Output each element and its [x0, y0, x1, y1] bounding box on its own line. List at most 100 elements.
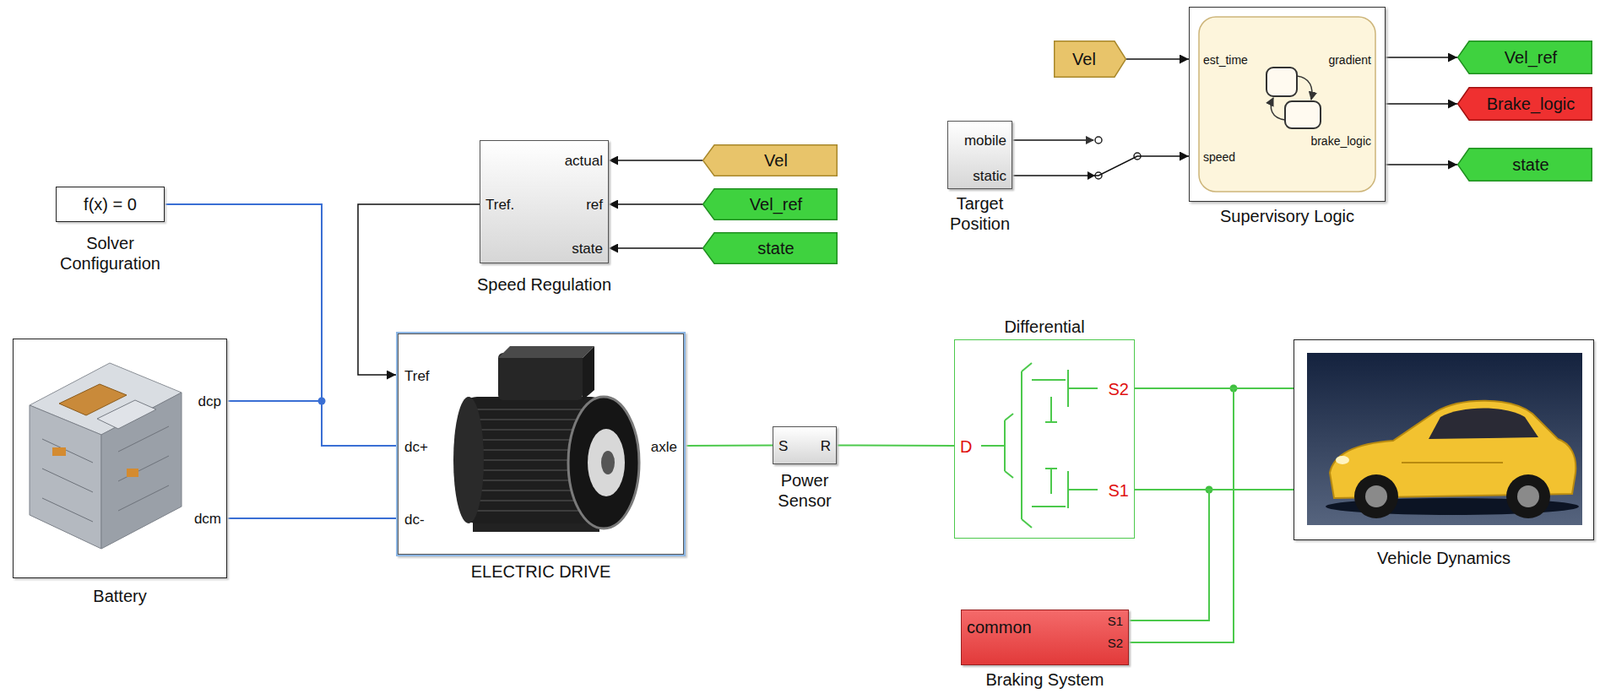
battery-pack	[97, 400, 157, 429]
block-text: state	[1512, 154, 1549, 175]
block-text: Vel_ref	[1504, 47, 1557, 68]
junction-dot	[318, 385, 1238, 494]
car-picture	[1506, 474, 1551, 519]
brake-block: commonS1S2Braking System	[960, 609, 1129, 666]
car-picture	[1517, 485, 1540, 508]
port-label: dcp	[198, 393, 222, 411]
differential-block: DifferentialDS2S1	[954, 339, 1135, 539]
differential-symbol	[1050, 396, 1053, 423]
car-picture	[1365, 485, 1388, 508]
motor-picture	[498, 352, 583, 401]
port-label: static	[972, 168, 1007, 185]
motor-picture	[472, 509, 596, 512]
differential-symbol	[1003, 420, 1006, 472]
motor-block: Trefdc+dc-axleELECTRIC DRIVE	[395, 331, 686, 557]
block-text: state	[757, 238, 794, 259]
motor-picture	[453, 396, 484, 524]
port-label: common	[966, 617, 1032, 638]
physical-connection	[1128, 489, 1294, 621]
signal-line	[1126, 58, 1189, 60]
block-name: Battery	[92, 585, 147, 607]
signal-line	[1385, 103, 1458, 105]
motor-picture	[498, 346, 595, 358]
battery-pack	[42, 439, 93, 463]
port-label: dc+	[404, 439, 429, 456]
signal-line	[608, 247, 703, 250]
port-label: R	[820, 438, 831, 456]
car-picture	[1307, 352, 1583, 526]
tag-outline	[703, 189, 838, 221]
block-name: Vehicle Dynamics	[1377, 547, 1511, 569]
signal-line	[608, 159, 703, 162]
block-name: Differential	[1003, 316, 1085, 337]
signal-line	[608, 203, 703, 206]
port-label: Tref	[404, 368, 430, 386]
port-label: D	[960, 436, 972, 457]
battery-pack	[126, 468, 139, 478]
differential-symbol	[1021, 519, 1032, 528]
tag-outline	[1458, 148, 1593, 182]
differential-symbol	[1068, 387, 1098, 390]
signal-line	[1012, 156, 1189, 176]
physical-connection	[685, 444, 773, 448]
differential-symbol	[1045, 421, 1058, 424]
source-block: mobilestaticTarget Position	[947, 120, 1013, 190]
port-label: axle	[650, 439, 678, 456]
battery-block: dcpdcmBattery	[12, 338, 228, 579]
from-tag: Vel	[702, 144, 838, 177]
goto-tag: Vel_ref	[1457, 40, 1593, 75]
battery-pack	[42, 498, 93, 522]
vehicle-block: Vehicle Dynamics	[1293, 339, 1595, 541]
port-label: Tref.	[485, 196, 515, 214]
physical-connection	[227, 401, 396, 446]
block-text: Vel	[764, 150, 788, 171]
port-label: speed	[1203, 150, 1236, 165]
block-text: Vel_ref	[749, 194, 803, 215]
goto-tag: state	[1457, 147, 1593, 182]
differential-symbol	[1021, 363, 1032, 372]
manual-switch	[1010, 136, 1141, 180]
goto-tag: Vel	[1053, 40, 1127, 78]
block-name: Power Sensor	[762, 470, 847, 511]
port-label: gradient	[1328, 53, 1372, 68]
subsystem-block: actualrefstateTref.Speed Regulation	[479, 140, 609, 264]
port-label: ref	[585, 196, 603, 214]
differential-symbol	[1004, 413, 1014, 421]
battery-pack	[29, 405, 102, 549]
battery-pack	[118, 455, 169, 482]
port-label: mobile	[964, 132, 1007, 150]
battery-pack	[118, 426, 169, 452]
car-picture	[1428, 408, 1539, 440]
port-label: S1	[1107, 613, 1123, 630]
differential-symbol	[981, 363, 1098, 528]
block-name: Speed Regulation	[477, 274, 612, 295]
chart-block: est_timespeedgradientbrake_logicSupervis…	[1188, 6, 1386, 202]
block-text: Brake_logic	[1486, 93, 1576, 114]
from-tag: state	[702, 232, 838, 265]
block-name: ELECTRIC DRIVE	[471, 561, 612, 582]
block-name: Braking System	[985, 669, 1104, 690]
stateflow-chart	[1198, 16, 1376, 192]
differential-symbol	[981, 444, 1005, 447]
stateflow-chart	[1285, 101, 1321, 129]
motor-picture	[472, 408, 596, 411]
differential-symbol	[1045, 467, 1058, 470]
stateflow-chart	[1270, 97, 1286, 120]
physical-connection	[164, 204, 396, 446]
port-label: dc-	[404, 511, 425, 529]
physical-connection	[1128, 388, 1294, 643]
tag-outline	[703, 233, 838, 265]
differential-symbol	[1068, 488, 1098, 491]
motor-picture	[601, 450, 615, 475]
stateflow-chart	[1266, 67, 1297, 97]
stateflow-chart	[1296, 75, 1313, 100]
signal-line	[357, 204, 480, 375]
car-picture	[1354, 474, 1399, 519]
tag-outline	[1458, 41, 1593, 75]
tag-outline	[1054, 41, 1127, 78]
goto-tag: Brake_logic	[1457, 86, 1593, 121]
differential-symbol	[1031, 379, 1066, 381]
